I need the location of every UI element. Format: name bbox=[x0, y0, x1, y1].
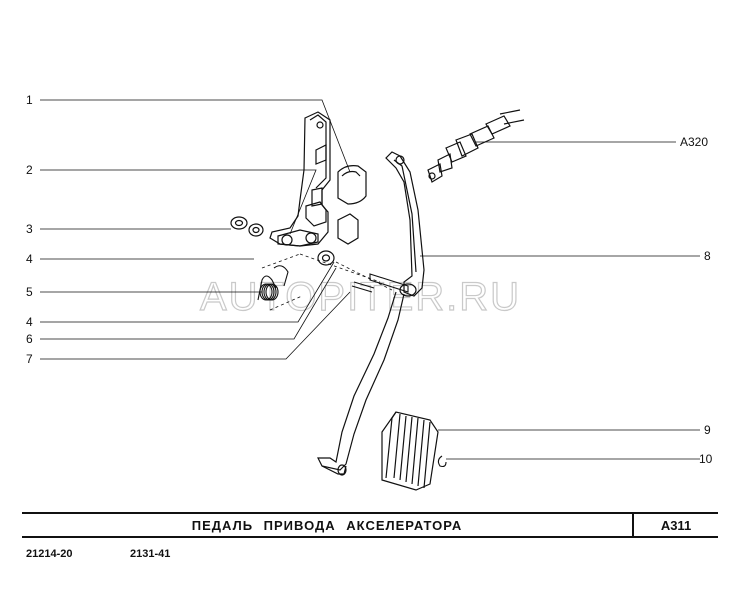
assembly-lines bbox=[261, 253, 393, 311]
callout-a320: A320 bbox=[680, 135, 708, 149]
pivot-pin bbox=[351, 273, 409, 293]
model-code-right: 2131-41 bbox=[130, 548, 171, 560]
callout-4-lower: 4 bbox=[26, 315, 33, 329]
callout-1: 1 bbox=[26, 93, 33, 107]
callout-8: 8 bbox=[704, 249, 711, 263]
watermark-text: AUTOPITER.RU bbox=[200, 275, 521, 319]
diagram-code: A311 bbox=[660, 517, 692, 533]
bumper-pads bbox=[337, 165, 367, 245]
callout-4-upper: 4 bbox=[26, 252, 33, 266]
washers bbox=[230, 216, 335, 266]
callout-2: 2 bbox=[26, 163, 33, 177]
callout-10: 10 bbox=[699, 452, 713, 466]
callout-3: 3 bbox=[26, 222, 33, 236]
model-code-left: 21214-20 bbox=[26, 548, 73, 560]
callout-5: 5 bbox=[26, 285, 33, 299]
leader-lines bbox=[40, 99, 700, 460]
retaining-clip bbox=[437, 455, 447, 468]
diagram-title: ПЕДАЛЬ ПРИВОДА АКСЕЛЕРАТОРА bbox=[22, 514, 634, 536]
callout-6: 6 bbox=[26, 332, 33, 346]
throttle-cable bbox=[427, 109, 525, 183]
title-bar: ПЕДАЛЬ ПРИВОДА АКСЕЛЕРАТОРА A311 bbox=[22, 512, 718, 538]
callout-7: 7 bbox=[26, 352, 33, 366]
pedal-pad bbox=[381, 411, 439, 491]
bracket-part bbox=[269, 111, 331, 247]
callout-9: 9 bbox=[704, 423, 711, 437]
pedal-lever bbox=[317, 151, 425, 476]
